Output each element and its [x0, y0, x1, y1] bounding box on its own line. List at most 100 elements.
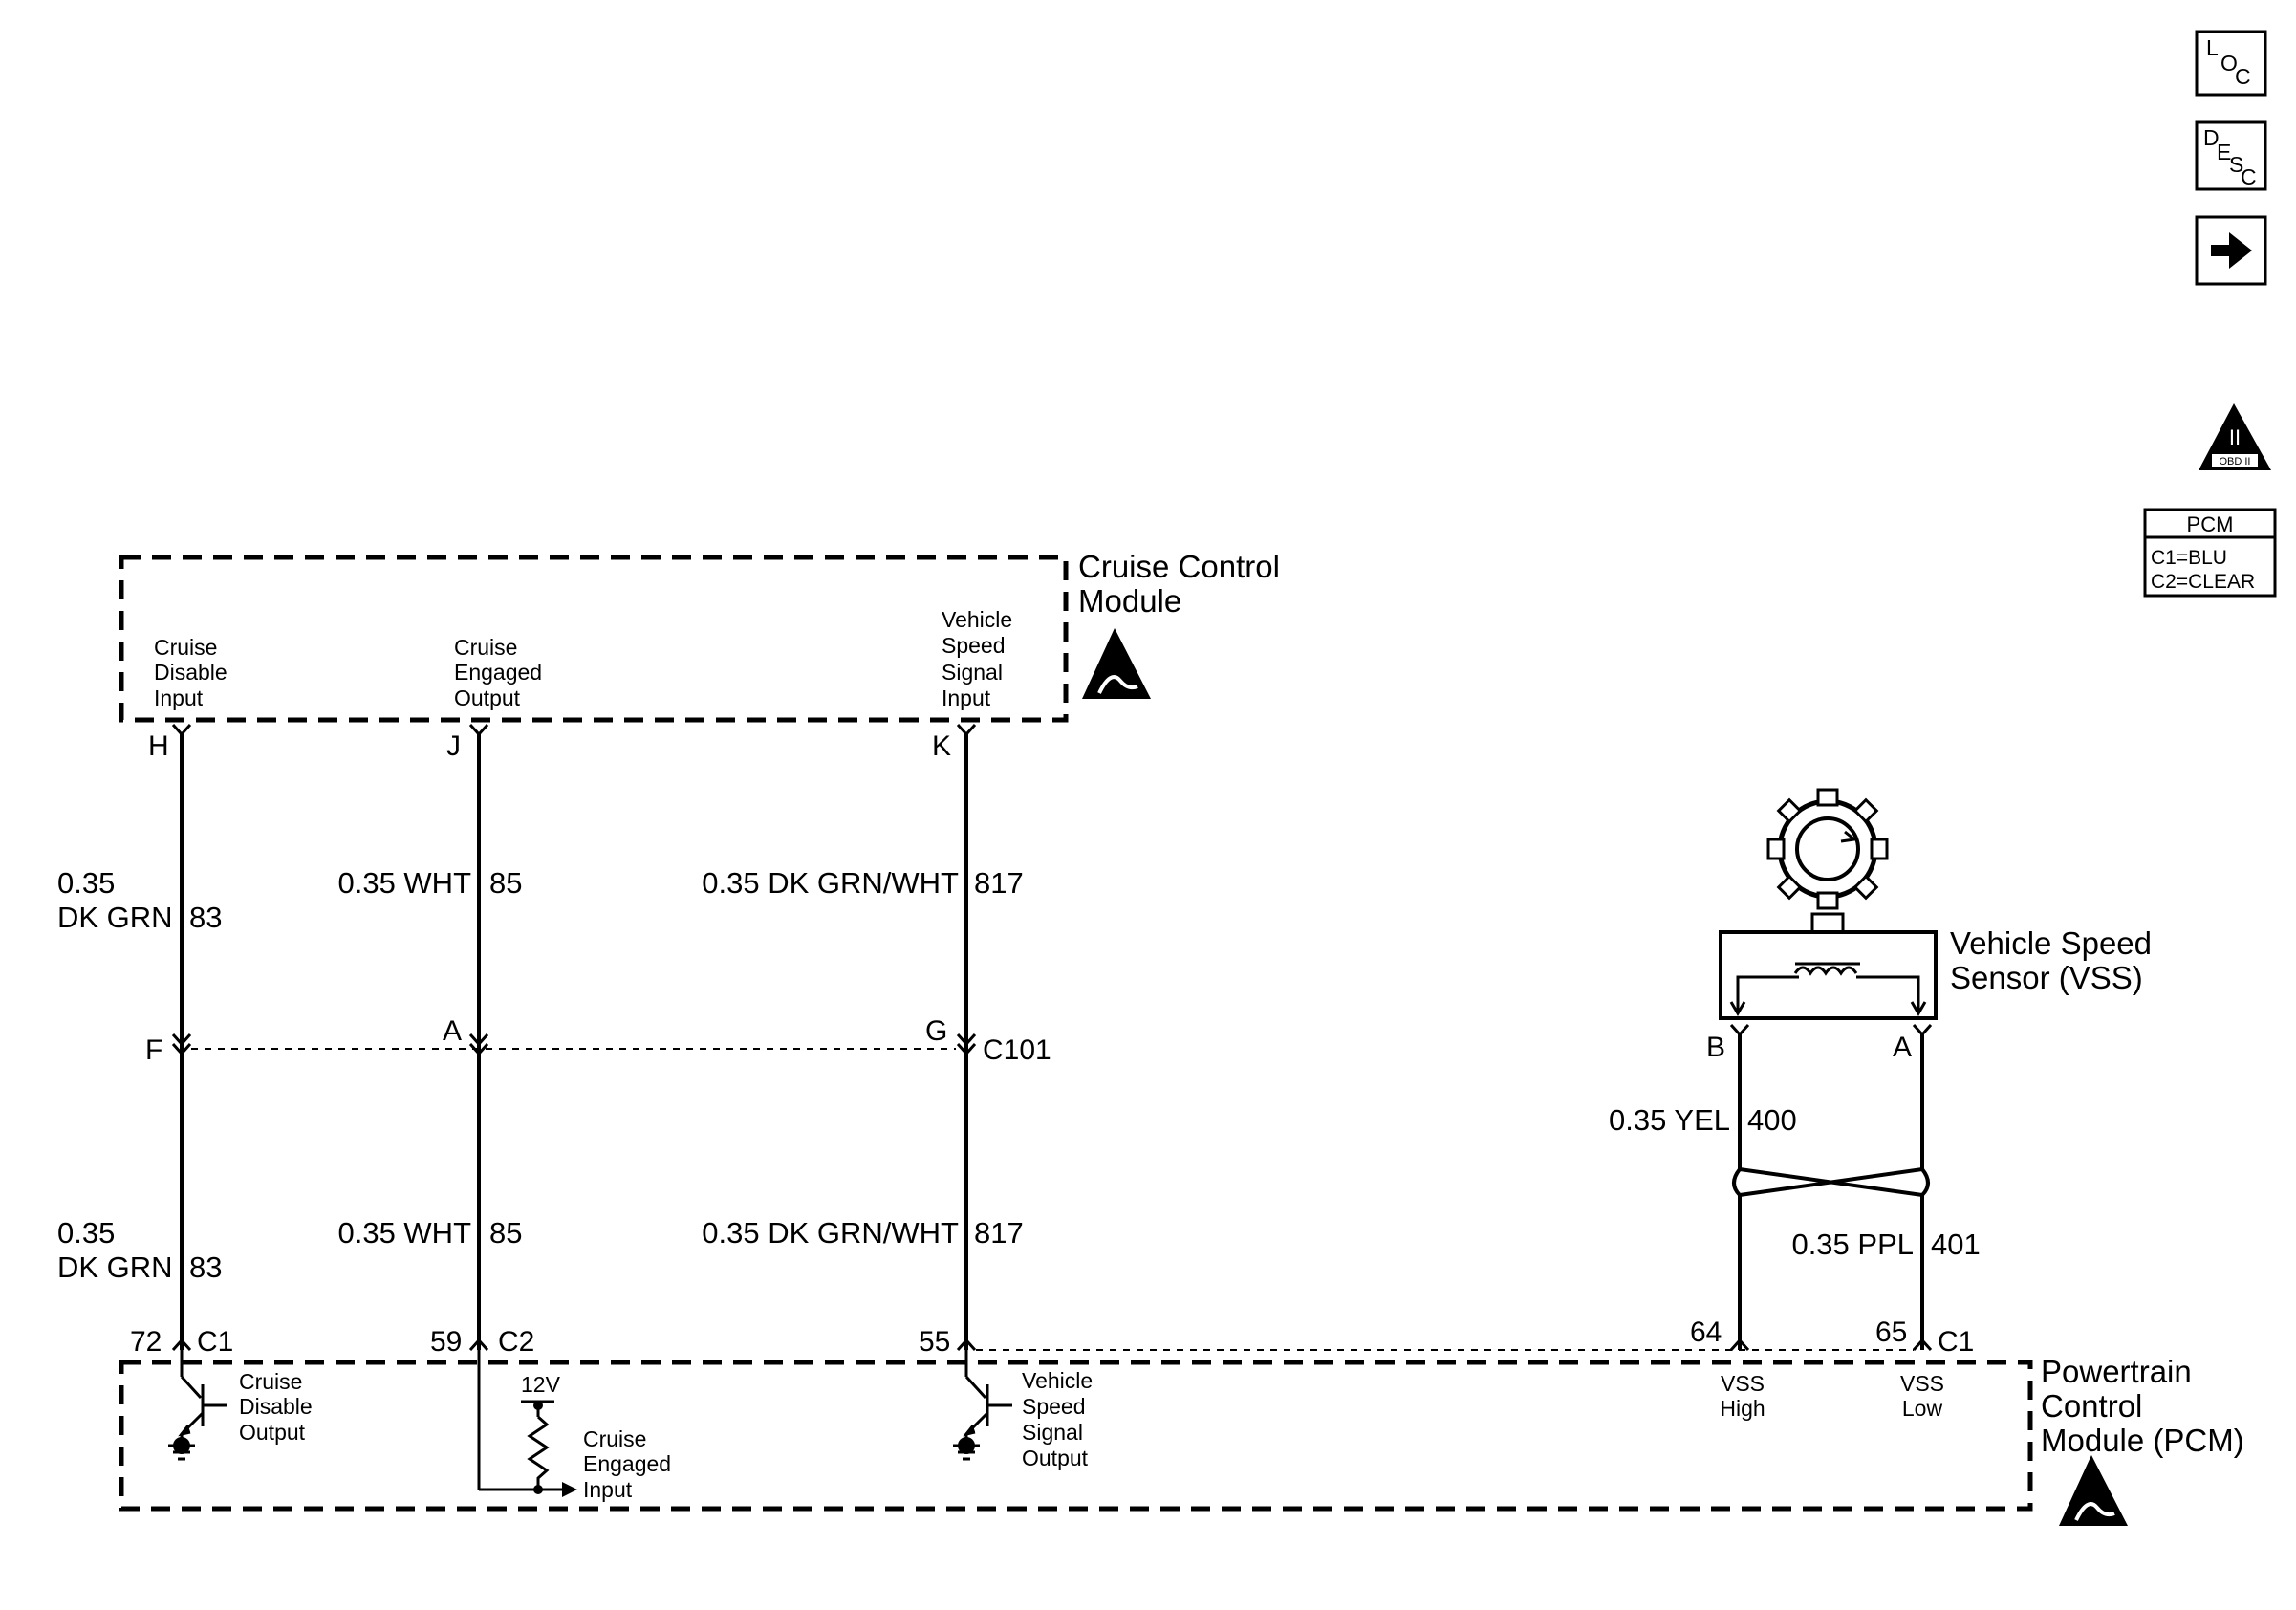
ccm-cruise-engaged-output-label: Cruise Engaged Output	[454, 635, 542, 710]
legend-c2: C2=CLEAR	[2151, 571, 2255, 593]
pcm-12v-label: 12V	[521, 1372, 561, 1397]
wire-400-label: 0.35 YEL 400	[1609, 1103, 1797, 1137]
pcm-box	[119, 1360, 2033, 1512]
svg-text:Module: Module	[1078, 583, 1181, 619]
svg-text:0.35 DK GRN/WHT: 0.35 DK GRN/WHT	[702, 866, 959, 900]
svg-text:Speed: Speed	[1022, 1394, 1086, 1419]
c101-pin-g: G	[925, 1015, 947, 1047]
svg-text:Cruise: Cruise	[454, 635, 517, 660]
legend-c1: C1=BLU	[2151, 547, 2227, 569]
svg-text:S: S	[2229, 152, 2243, 177]
pcm-pin-59: 59	[430, 1326, 462, 1358]
ccm-pin-j: J	[446, 730, 461, 762]
wire-817-bottom-label: 0.35 DK GRN/WHT 817	[702, 1216, 1023, 1250]
svg-text:0.35: 0.35	[57, 1216, 115, 1250]
svg-text:Cruise: Cruise	[154, 635, 217, 660]
svg-text:817: 817	[974, 1216, 1024, 1250]
svg-text:High: High	[1720, 1396, 1765, 1421]
svg-text:VSS: VSS	[1721, 1371, 1765, 1396]
svg-text:Input: Input	[154, 685, 204, 710]
c101-pin-f: F	[145, 1034, 162, 1066]
pcm-cruise-disable-output-label: Cruise Disable Output	[239, 1369, 313, 1445]
pcm-pin-65: 65	[1875, 1316, 1907, 1348]
svg-text:DK GRN: DK GRN	[57, 1251, 173, 1284]
svg-text:0.35 DK GRN/WHT: 0.35 DK GRN/WHT	[702, 1216, 959, 1250]
svg-text:0.35 WHT: 0.35 WHT	[337, 1216, 471, 1250]
svg-text:0.35 YEL: 0.35 YEL	[1609, 1103, 1730, 1137]
pcm-vss-high-label: VSS High	[1720, 1371, 1765, 1421]
svg-text:Engaged: Engaged	[454, 660, 542, 685]
svg-text:83: 83	[189, 1251, 222, 1284]
vss-coil-icon	[1729, 962, 1927, 1016]
ccm-pin-k: K	[932, 730, 951, 762]
loc-button[interactable]: L O C	[2195, 30, 2267, 97]
ccm-name: Cruise Control	[1078, 549, 1280, 584]
svg-text:Input: Input	[942, 685, 991, 710]
vss-body	[1719, 930, 1938, 1020]
wire-85-top-label: 0.35 WHT 85	[337, 866, 522, 900]
pcm-pin-55: 55	[919, 1326, 950, 1358]
svg-text:83: 83	[189, 901, 222, 934]
ccm-pin-h: H	[148, 730, 169, 762]
svg-text:VSS: VSS	[1900, 1371, 1944, 1396]
svg-text:C: C	[2241, 164, 2257, 189]
esd-icon-ccm	[1082, 628, 1151, 699]
svg-text:Control: Control	[2041, 1388, 2142, 1424]
svg-text:Disable: Disable	[154, 660, 227, 685]
svg-text:Output: Output	[454, 685, 521, 710]
next-arrow-button[interactable]	[2195, 215, 2267, 286]
wire-85-bottom-label: 0.35 WHT 85	[337, 1216, 522, 1250]
svg-text:85: 85	[489, 1216, 522, 1250]
svg-text:O: O	[2220, 51, 2238, 76]
svg-text:C1: C1	[197, 1326, 233, 1358]
ccm-vehicle-speed-signal-input-label: Vehicle Speed Signal Input	[942, 607, 1012, 710]
svg-text:Vehicle: Vehicle	[1022, 1368, 1093, 1393]
svg-text:85: 85	[489, 866, 522, 900]
pcm-name: Powertrain	[2041, 1354, 2192, 1389]
esd-icon-pcm	[2059, 1455, 2128, 1526]
pcm-vehicle-speed-signal-output-label: Vehicle Speed Signal Output	[1022, 1368, 1093, 1470]
svg-text:Speed: Speed	[942, 633, 1006, 658]
svg-text:Module (PCM): Module (PCM)	[2041, 1423, 2244, 1458]
svg-text:Input: Input	[583, 1477, 633, 1502]
wire-401-label: 0.35 PPL 401	[1791, 1228, 1980, 1261]
obd-ii-icon: OBD II II	[2199, 403, 2271, 470]
svg-text:Signal: Signal	[1022, 1420, 1083, 1445]
svg-text:C2: C2	[498, 1326, 534, 1358]
wire-817-top-label: 0.35 DK GRN/WHT 817	[702, 866, 1023, 900]
svg-text:C1: C1	[1938, 1326, 1974, 1358]
vss-name: Vehicle Speed	[1950, 925, 2152, 961]
svg-text:Engaged: Engaged	[583, 1451, 671, 1476]
svg-text:C: C	[2235, 64, 2251, 89]
c101-pin-a: A	[443, 1015, 462, 1047]
svg-text:Signal: Signal	[942, 660, 1003, 685]
svg-text:DK GRN: DK GRN	[57, 901, 173, 934]
svg-text:0.35 WHT: 0.35 WHT	[337, 866, 471, 900]
vss-pin-a: A	[1893, 1032, 1912, 1063]
svg-text:Output: Output	[1022, 1446, 1089, 1470]
c101-name: C101	[983, 1034, 1051, 1066]
svg-text:Vehicle: Vehicle	[942, 607, 1012, 632]
svg-text:400: 400	[1747, 1103, 1797, 1137]
pcm-vss-low-label: VSS Low	[1900, 1371, 1944, 1421]
svg-text:401: 401	[1931, 1228, 1981, 1261]
desc-button[interactable]: D E S C	[2195, 120, 2267, 191]
legend-title: PCM	[2187, 512, 2234, 536]
svg-text:817: 817	[974, 866, 1024, 900]
svg-text:D: D	[2203, 125, 2220, 150]
svg-text:II: II	[2229, 425, 2241, 449]
svg-text:Sensor (VSS): Sensor (VSS)	[1950, 960, 2143, 995]
pcm-connector-legend: PCM C1=BLU C2=CLEAR	[2143, 508, 2277, 598]
pcm-pin-72: 72	[130, 1326, 162, 1358]
pullup-resistor-icon	[477, 1350, 562, 1491]
svg-text:Cruise: Cruise	[583, 1426, 646, 1451]
wire-83-top-label: 0.35 DK GRN 83	[57, 866, 222, 934]
svg-text:Low: Low	[1902, 1396, 1943, 1421]
vss-reluctor-wheel-icon	[1766, 788, 1889, 910]
arrow-right-icon	[2211, 232, 2252, 269]
engaged-input-arrow-icon	[562, 1482, 577, 1497]
svg-text:E: E	[2217, 140, 2231, 164]
pcm-cruise-engaged-input-label: Cruise Engaged Input	[583, 1426, 671, 1502]
svg-text:Cruise: Cruise	[239, 1369, 302, 1394]
svg-text:L: L	[2206, 35, 2219, 60]
